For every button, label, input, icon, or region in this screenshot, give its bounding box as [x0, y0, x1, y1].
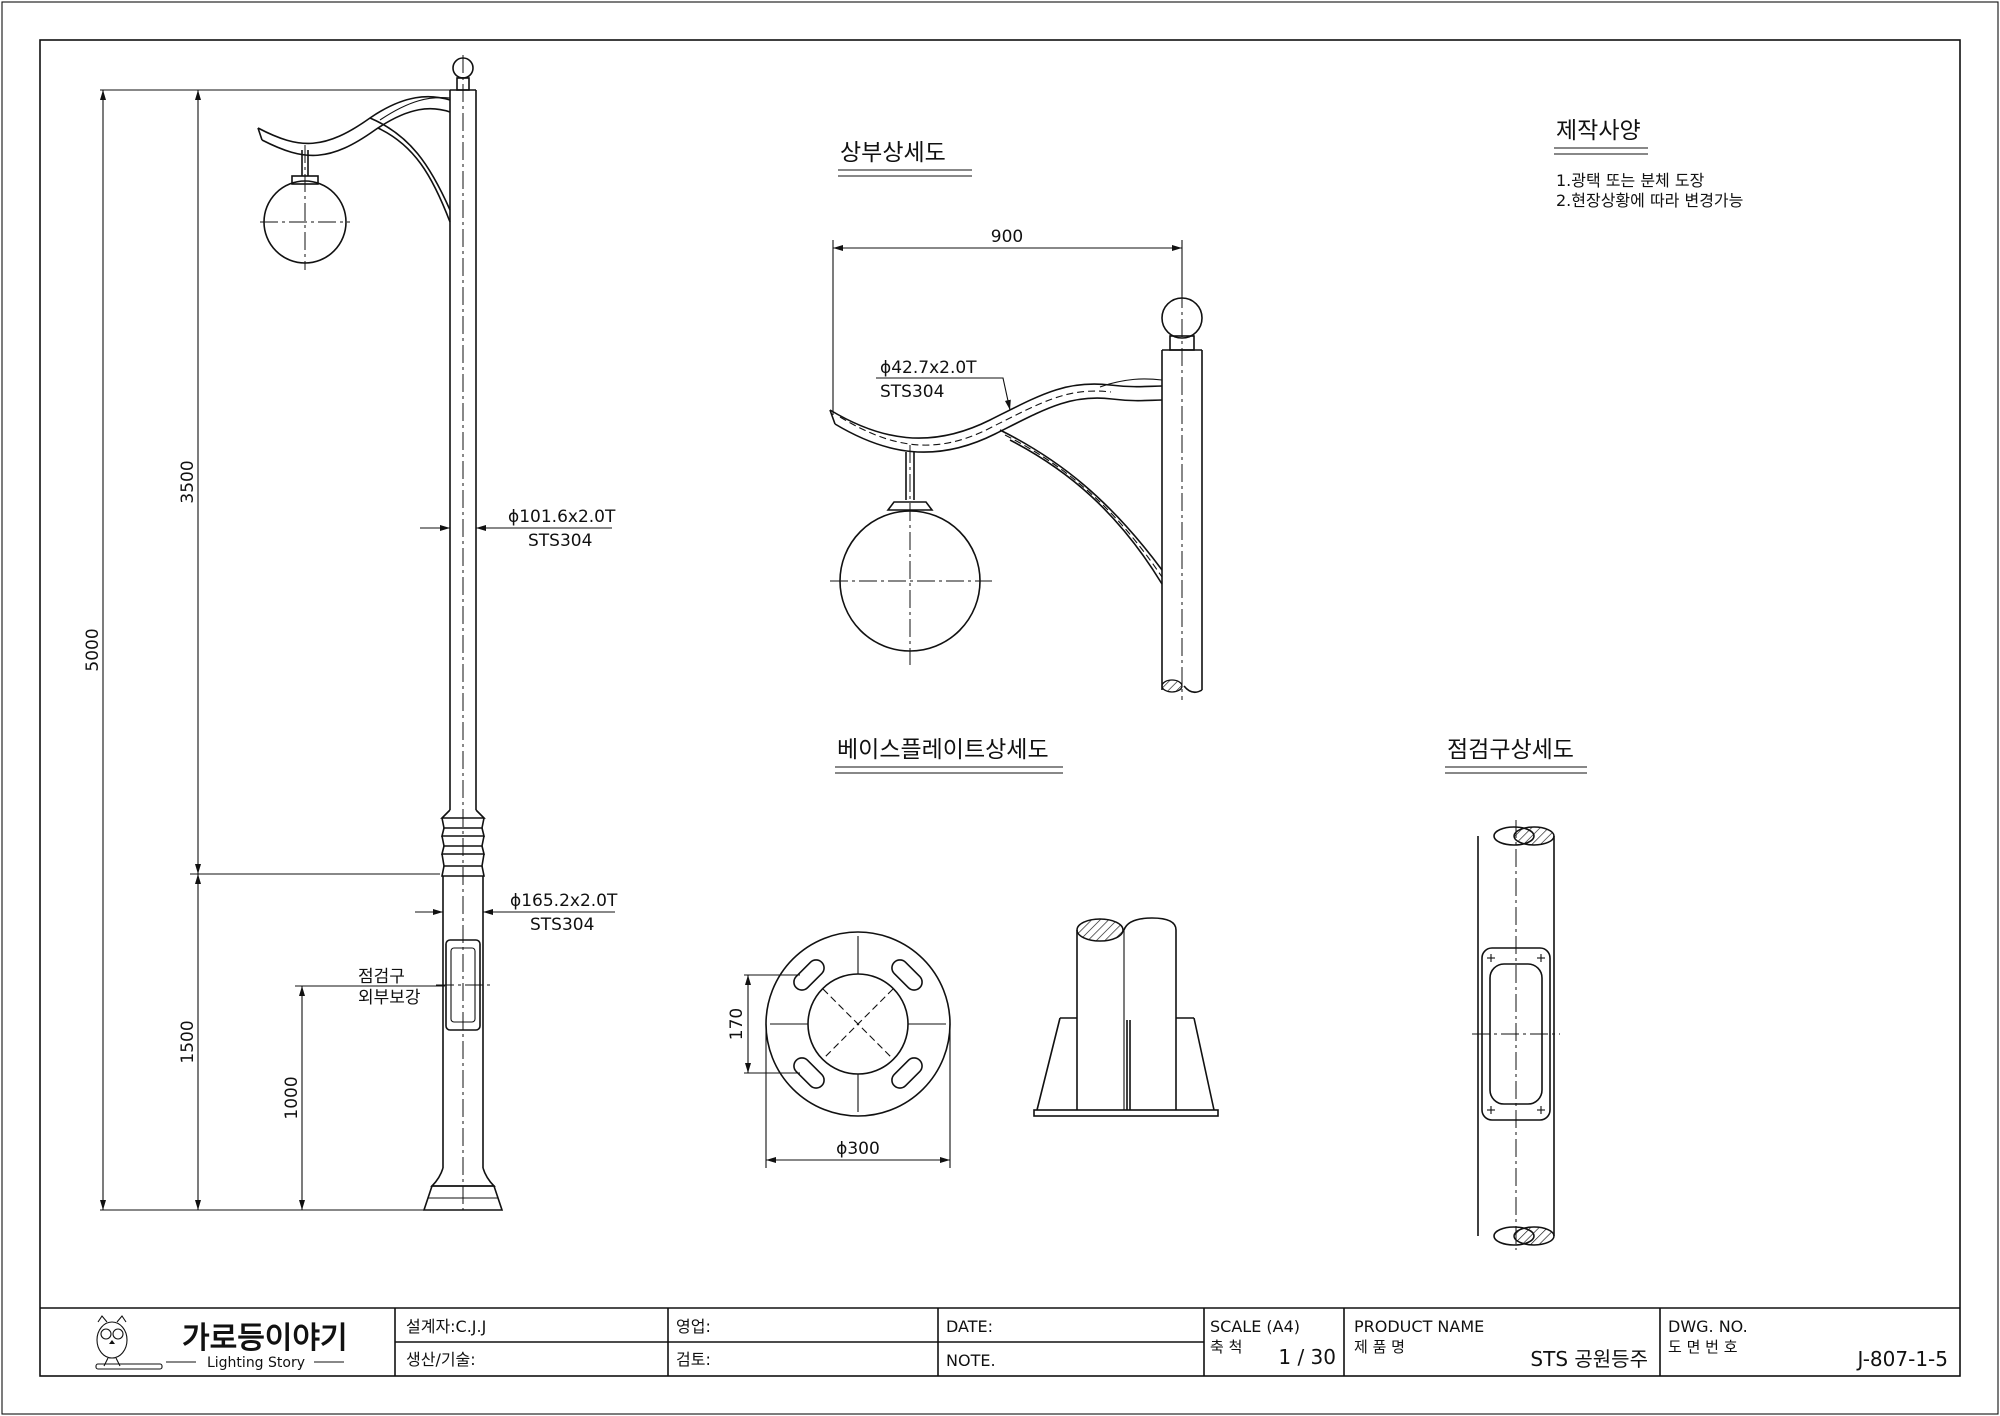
collar-rings: [440, 809, 486, 877]
top-detail-title: 상부상세도: [840, 140, 946, 166]
upper-pole-spec: ϕ101.6x2.0T: [508, 507, 616, 527]
lower-pole-material: STS304: [530, 915, 594, 935]
base-side-elevation: [1033, 917, 1219, 1117]
scale-label-kr: 축 척: [1210, 1338, 1242, 1356]
dim-total-height: 5000: [83, 628, 103, 671]
spec-notes: 제작사양 1.광택 또는 분체 도장 2.현장상황에 따라 변경가능: [1554, 118, 1743, 210]
sales-field: 영업:: [676, 1317, 711, 1336]
base-detail-title: 베이스플레이트상세도: [837, 737, 1049, 763]
top-detail-view: 상부상세도 900 ϕ42.7x2.0T STS304: [829, 140, 1203, 700]
spec-title: 제작사양: [1556, 118, 1641, 144]
bolt-slots: [793, 959, 923, 1089]
door-note-line1: 점검구: [358, 967, 405, 987]
logo-title: 가로등이야기: [182, 1321, 348, 1356]
pole-elevation-view: 5000 3500 1500 1000 ϕ101.6x2.0T STS304 ϕ…: [83, 55, 618, 1211]
door-detail-title: 점검구상세도: [1447, 737, 1574, 763]
top-width-dim: 900: [991, 227, 1023, 247]
product-name-value: STS 공원등주: [1530, 1347, 1648, 1371]
production-field: 생산/기술:: [406, 1350, 476, 1369]
door-screws: [1487, 954, 1545, 1114]
drawing-number-label: DWG. NO.: [1668, 1317, 1748, 1336]
arm-material: STS304: [880, 382, 944, 402]
note-field: NOTE.: [946, 1351, 996, 1370]
product-name-label: PRODUCT NAME: [1354, 1317, 1484, 1336]
review-field: 검토:: [676, 1350, 711, 1369]
scale-label: SCALE (A4): [1210, 1317, 1300, 1336]
decorative-arm: [257, 95, 451, 223]
drawing-frame: [39, 39, 1961, 1377]
base-cover: [422, 1185, 504, 1211]
lower-pole-spec: ϕ165.2x2.0T: [510, 891, 618, 911]
plate-diameter-dim: ϕ300: [836, 1139, 880, 1159]
dim-upper-height: 3500: [178, 460, 198, 503]
arm-spec: ϕ42.7x2.0T: [880, 358, 977, 378]
drawing-number-value: J-807-1-5: [1856, 1347, 1948, 1371]
inspection-door-detail-view: 점검구상세도: [1445, 737, 1587, 1250]
door-note-line2: 외부보강: [358, 988, 421, 1008]
bolt-spacing-dim: 170: [727, 1008, 747, 1040]
dim-lower-height: 1500: [178, 1020, 198, 1063]
drawing-number-label-kr: 도 면 번 호: [1668, 1338, 1738, 1356]
title-block: 가로등이야기 Lighting Story 설계자:C.J.J 생산/기술: 영…: [40, 1307, 1960, 1376]
dim-door-height: 1000: [282, 1076, 302, 1119]
spec-line-2: 2.현장상황에 따라 변경가능: [1556, 191, 1743, 210]
base-plate-detail-view: 베이스플레이트상세도 170 ϕ300: [727, 737, 1219, 1168]
date-field: DATE:: [946, 1317, 993, 1336]
owl-logo-icon: [95, 1315, 163, 1370]
designer-field: 설계자:C.J.J: [406, 1317, 486, 1336]
product-name-label-kr: 제 품 명: [1354, 1338, 1405, 1356]
spec-line-1: 1.광택 또는 분체 도장: [1556, 171, 1705, 190]
scale-value: 1 / 30: [1278, 1345, 1336, 1369]
upper-pole-material: STS304: [528, 531, 592, 551]
logo-subtitle: Lighting Story: [207, 1355, 305, 1371]
